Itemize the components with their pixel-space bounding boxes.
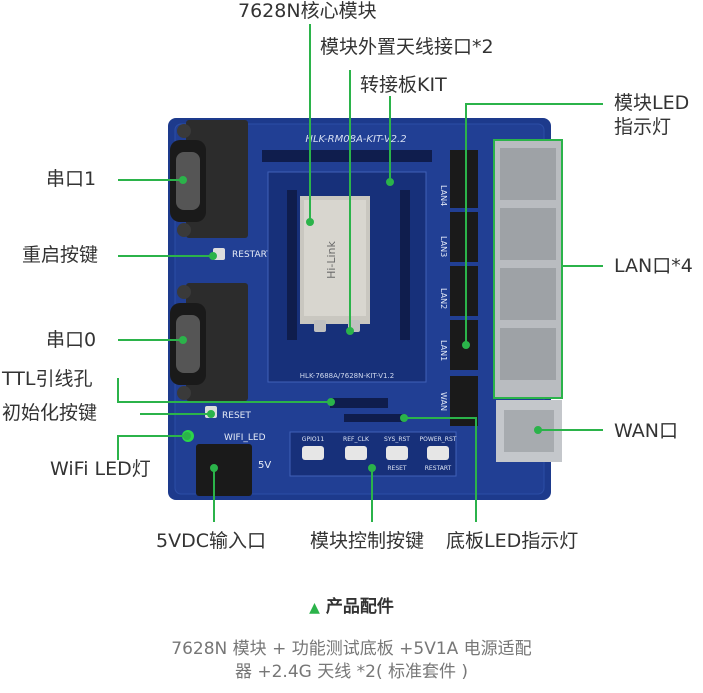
- btn-gpio11-silk: GPIO11: [302, 436, 325, 443]
- label-wan: WAN口: [614, 420, 678, 442]
- core-module: Hi-Link: [300, 196, 370, 324]
- label-module-led-1: 模块LED: [614, 92, 690, 114]
- serial1-connector: [170, 120, 248, 238]
- btn-powerrst-silk: POWER_RST: [420, 436, 457, 443]
- v5-silk: 5V: [258, 460, 271, 471]
- restart-silk: RESTART: [232, 250, 272, 260]
- label-antenna: 模块外置天线接口*2: [320, 36, 494, 58]
- module-chip-text: Hi-Link: [325, 240, 338, 278]
- label-serial0: 串口0: [46, 329, 97, 351]
- label-lan: LAN口*4: [614, 255, 693, 277]
- btn-refclk-silk: REF_CLK: [343, 436, 370, 443]
- ttl-pins: [330, 398, 388, 408]
- lan3-silk: LAN3: [439, 236, 448, 257]
- lan2-silk: LAN2: [439, 288, 448, 309]
- wan-silk: WAN: [439, 392, 448, 411]
- btn-sysrst-silk: SYS_RST: [384, 436, 410, 443]
- callout-lines: [117, 24, 603, 522]
- label-serial1: 串口1: [46, 168, 97, 190]
- lan4-silk: LAN4: [439, 185, 448, 206]
- dc-jack: [196, 444, 252, 496]
- caption-body: 7628N 模块 + 功能测试底板 +5V1A 电源适配 器 +2.4G 天线 …: [100, 638, 603, 684]
- label-module-led-2: 指示灯: [614, 116, 672, 138]
- label-wifi-led: WiFi LED灯: [50, 458, 151, 480]
- rj45-lan-block: [494, 140, 562, 398]
- lan-magnetics: [450, 150, 478, 426]
- label-dc5v: 5VDC输入口: [156, 530, 266, 552]
- triangle-icon: ▲: [309, 600, 320, 616]
- serial0-connector: [170, 283, 248, 401]
- reset-silk: RESET: [222, 411, 251, 421]
- caption-line-1: 7628N 模块 + 功能测试底板 +5V1A 电源适配: [171, 639, 532, 659]
- label-module-keys: 模块控制按键: [310, 530, 425, 552]
- caption-title: ▲ 产品配件: [0, 592, 703, 617]
- btn-powerrst-sub: RESTART: [425, 465, 452, 472]
- top-header-pins: [262, 150, 432, 162]
- label-ttl: TTL引线孔: [2, 368, 93, 390]
- label-kit: 转接板KIT: [360, 74, 447, 96]
- label-restart: 重启按键: [22, 244, 99, 266]
- board-led-pads: [344, 414, 404, 422]
- caption-line-2: 器 +2.4G 天线 *2( 标准套件 ): [234, 662, 469, 682]
- module-buttons: [302, 446, 449, 460]
- caption-title-text: 产品配件: [325, 597, 394, 617]
- label-init-key: 初始化按键: [2, 402, 98, 424]
- lan1-silk: LAN1: [439, 340, 448, 361]
- btn-sysrst-sub: RESET: [387, 465, 407, 472]
- module-name-silk: HLK-7688A/7628N-KIT-V1.2: [300, 372, 394, 380]
- label-core-module: 7628N核心模块: [238, 0, 377, 22]
- board-title-silk: HLK-RM08A-KIT-V2.2: [305, 134, 406, 145]
- label-board-led: 底板LED指示灯: [446, 530, 579, 552]
- wifi-led-silk: WIFI_LED: [224, 433, 266, 443]
